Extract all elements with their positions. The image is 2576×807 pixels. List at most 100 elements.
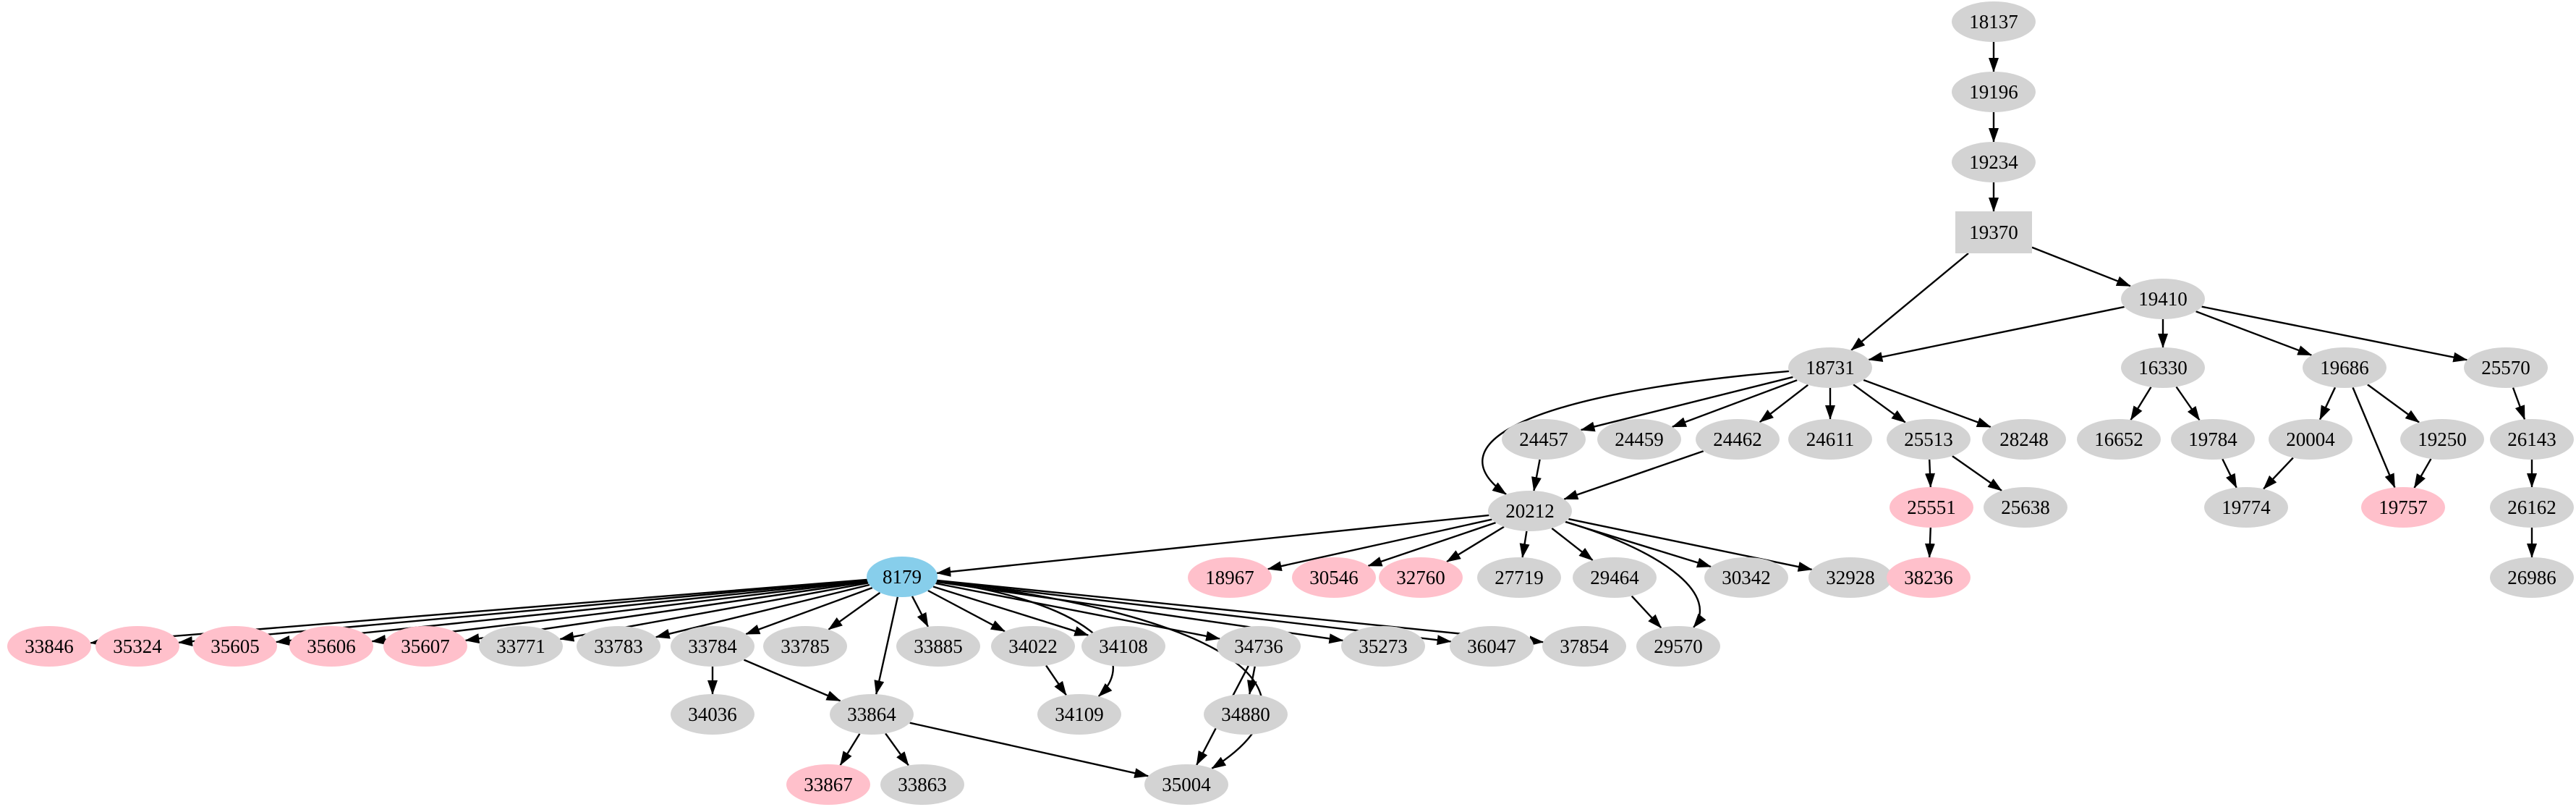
node-label-24459: 24459: [1615, 428, 1664, 450]
node-label-30342: 30342: [1722, 567, 1771, 588]
node-ellipse-35324: [95, 626, 179, 667]
node-8179: 8179: [867, 557, 938, 597]
node-34022: 34022: [991, 626, 1075, 667]
node-34736: 34736: [1217, 626, 1301, 667]
edge-8179-33784: [745, 586, 873, 635]
edge-25513-25638: [1952, 455, 2002, 491]
node-label-33863: 33863: [898, 774, 947, 795]
node-19686: 19686: [2303, 347, 2386, 388]
edge-8179-35324: [178, 579, 867, 647]
node-label-34736: 34736: [1234, 635, 1283, 657]
edge-layer: [90, 42, 2537, 778]
node-label-37854: 37854: [1560, 635, 1609, 657]
node-label-19234: 19234: [1969, 151, 2018, 173]
node-32760: 32760: [1379, 557, 1463, 598]
node-33783: 33783: [577, 626, 660, 667]
node-ellipse-26162: [2490, 487, 2574, 528]
edge-20212-27719: [1519, 531, 1530, 559]
edge-19370-19410: [2031, 246, 2131, 287]
node-ellipse-24462: [1696, 419, 1780, 460]
edge-8179-34022: [927, 589, 1006, 633]
node-ellipse-33846: [7, 626, 91, 667]
node-ellipse-18137: [1952, 1, 2036, 42]
node-34109: 34109: [1037, 694, 1121, 735]
node-18967: 18967: [1188, 557, 1272, 598]
node-label-34036: 34036: [688, 704, 737, 725]
node-20212: 20212: [1488, 491, 1572, 531]
node-30546: 30546: [1292, 557, 1376, 598]
node-ellipse-20004: [2269, 419, 2352, 460]
node-19250: 19250: [2400, 419, 2484, 460]
node-label-24462: 24462: [1713, 428, 1762, 450]
node-label-34880: 34880: [1221, 704, 1270, 725]
node-label-35273: 35273: [1359, 635, 1408, 657]
node-ellipse-18731: [1788, 347, 1872, 388]
node-label-36047: 36047: [1467, 635, 1516, 657]
node-ellipse-16652: [2077, 419, 2161, 460]
node-ellipse-24611: [1788, 419, 1872, 460]
node-36047: 36047: [1450, 626, 1534, 667]
node-label-33785: 33785: [781, 635, 830, 657]
node-19784: 19784: [2171, 419, 2255, 460]
node-33864: 33864: [830, 694, 914, 735]
node-label-32928: 32928: [1826, 567, 1875, 588]
node-ellipse-29570: [1636, 626, 1720, 667]
node-ellipse-36047: [1450, 626, 1534, 667]
node-ellipse-35606: [289, 626, 373, 667]
node-label-18137: 18137: [1969, 11, 2018, 33]
node-33885: 33885: [896, 626, 980, 667]
node-label-35324: 35324: [113, 635, 162, 657]
edge-8179-34109: [936, 580, 1114, 697]
edge-8179-35605: [275, 579, 867, 646]
node-label-33783: 33783: [594, 635, 643, 657]
node-19196: 19196: [1952, 72, 2036, 112]
node-label-32760: 32760: [1396, 567, 1445, 588]
node-ellipse-33863: [880, 764, 964, 805]
node-26986: 26986: [2490, 557, 2574, 598]
edge-24457-20212: [1531, 459, 1542, 492]
node-ellipse-33785: [763, 626, 847, 667]
node-19757: 19757: [2361, 487, 2445, 528]
node-label-33784: 33784: [688, 635, 737, 657]
node-label-29570: 29570: [1654, 635, 1703, 657]
edge-20212-32928: [1568, 517, 1813, 572]
node-label-33885: 33885: [914, 635, 963, 657]
edge-8179-33864: [874, 596, 899, 696]
edge-8179-34736: [935, 582, 1221, 641]
edge-20212-30546: [1367, 521, 1496, 567]
node-24459: 24459: [1597, 419, 1681, 460]
node-16330: 16330: [2121, 347, 2205, 388]
node-ellipse-35004: [1144, 764, 1228, 805]
node-20004: 20004: [2269, 419, 2352, 460]
node-33867: 33867: [786, 764, 870, 805]
node-label-19686: 19686: [2320, 357, 2369, 379]
node-19234: 19234: [1952, 142, 2036, 182]
node-label-18731: 18731: [1806, 357, 1855, 379]
node-ellipse-34022: [991, 626, 1075, 667]
node-16652: 16652: [2077, 419, 2161, 460]
node-label-30546: 30546: [1309, 567, 1359, 588]
edge-24462-20212: [1563, 450, 1704, 500]
node-19774: 19774: [2204, 487, 2288, 528]
node-ellipse-19250: [2400, 419, 2484, 460]
node-label-26162: 26162: [2507, 497, 2556, 518]
edge-20212-29570: [1565, 520, 1706, 628]
node-ellipse-19757: [2361, 487, 2445, 528]
node-label-33771: 33771: [496, 635, 545, 657]
node-37854: 37854: [1542, 626, 1626, 667]
node-label-35004: 35004: [1162, 774, 1211, 795]
edge-18731-24459: [1671, 379, 1798, 428]
node-label-25570: 25570: [2481, 357, 2530, 379]
node-ellipse-27719: [1477, 557, 1561, 598]
edge-34022-34109: [1045, 664, 1067, 696]
edge-19370-18731: [1850, 253, 1969, 351]
node-ellipse-35607: [383, 626, 467, 667]
node-ellipse-34736: [1217, 626, 1301, 667]
node-ellipse-33783: [577, 626, 660, 667]
edge-8179-33885: [911, 596, 929, 628]
edge-25570-26143: [2512, 387, 2526, 421]
node-label-25638: 25638: [2001, 497, 2050, 518]
node-30342: 30342: [1704, 557, 1788, 598]
